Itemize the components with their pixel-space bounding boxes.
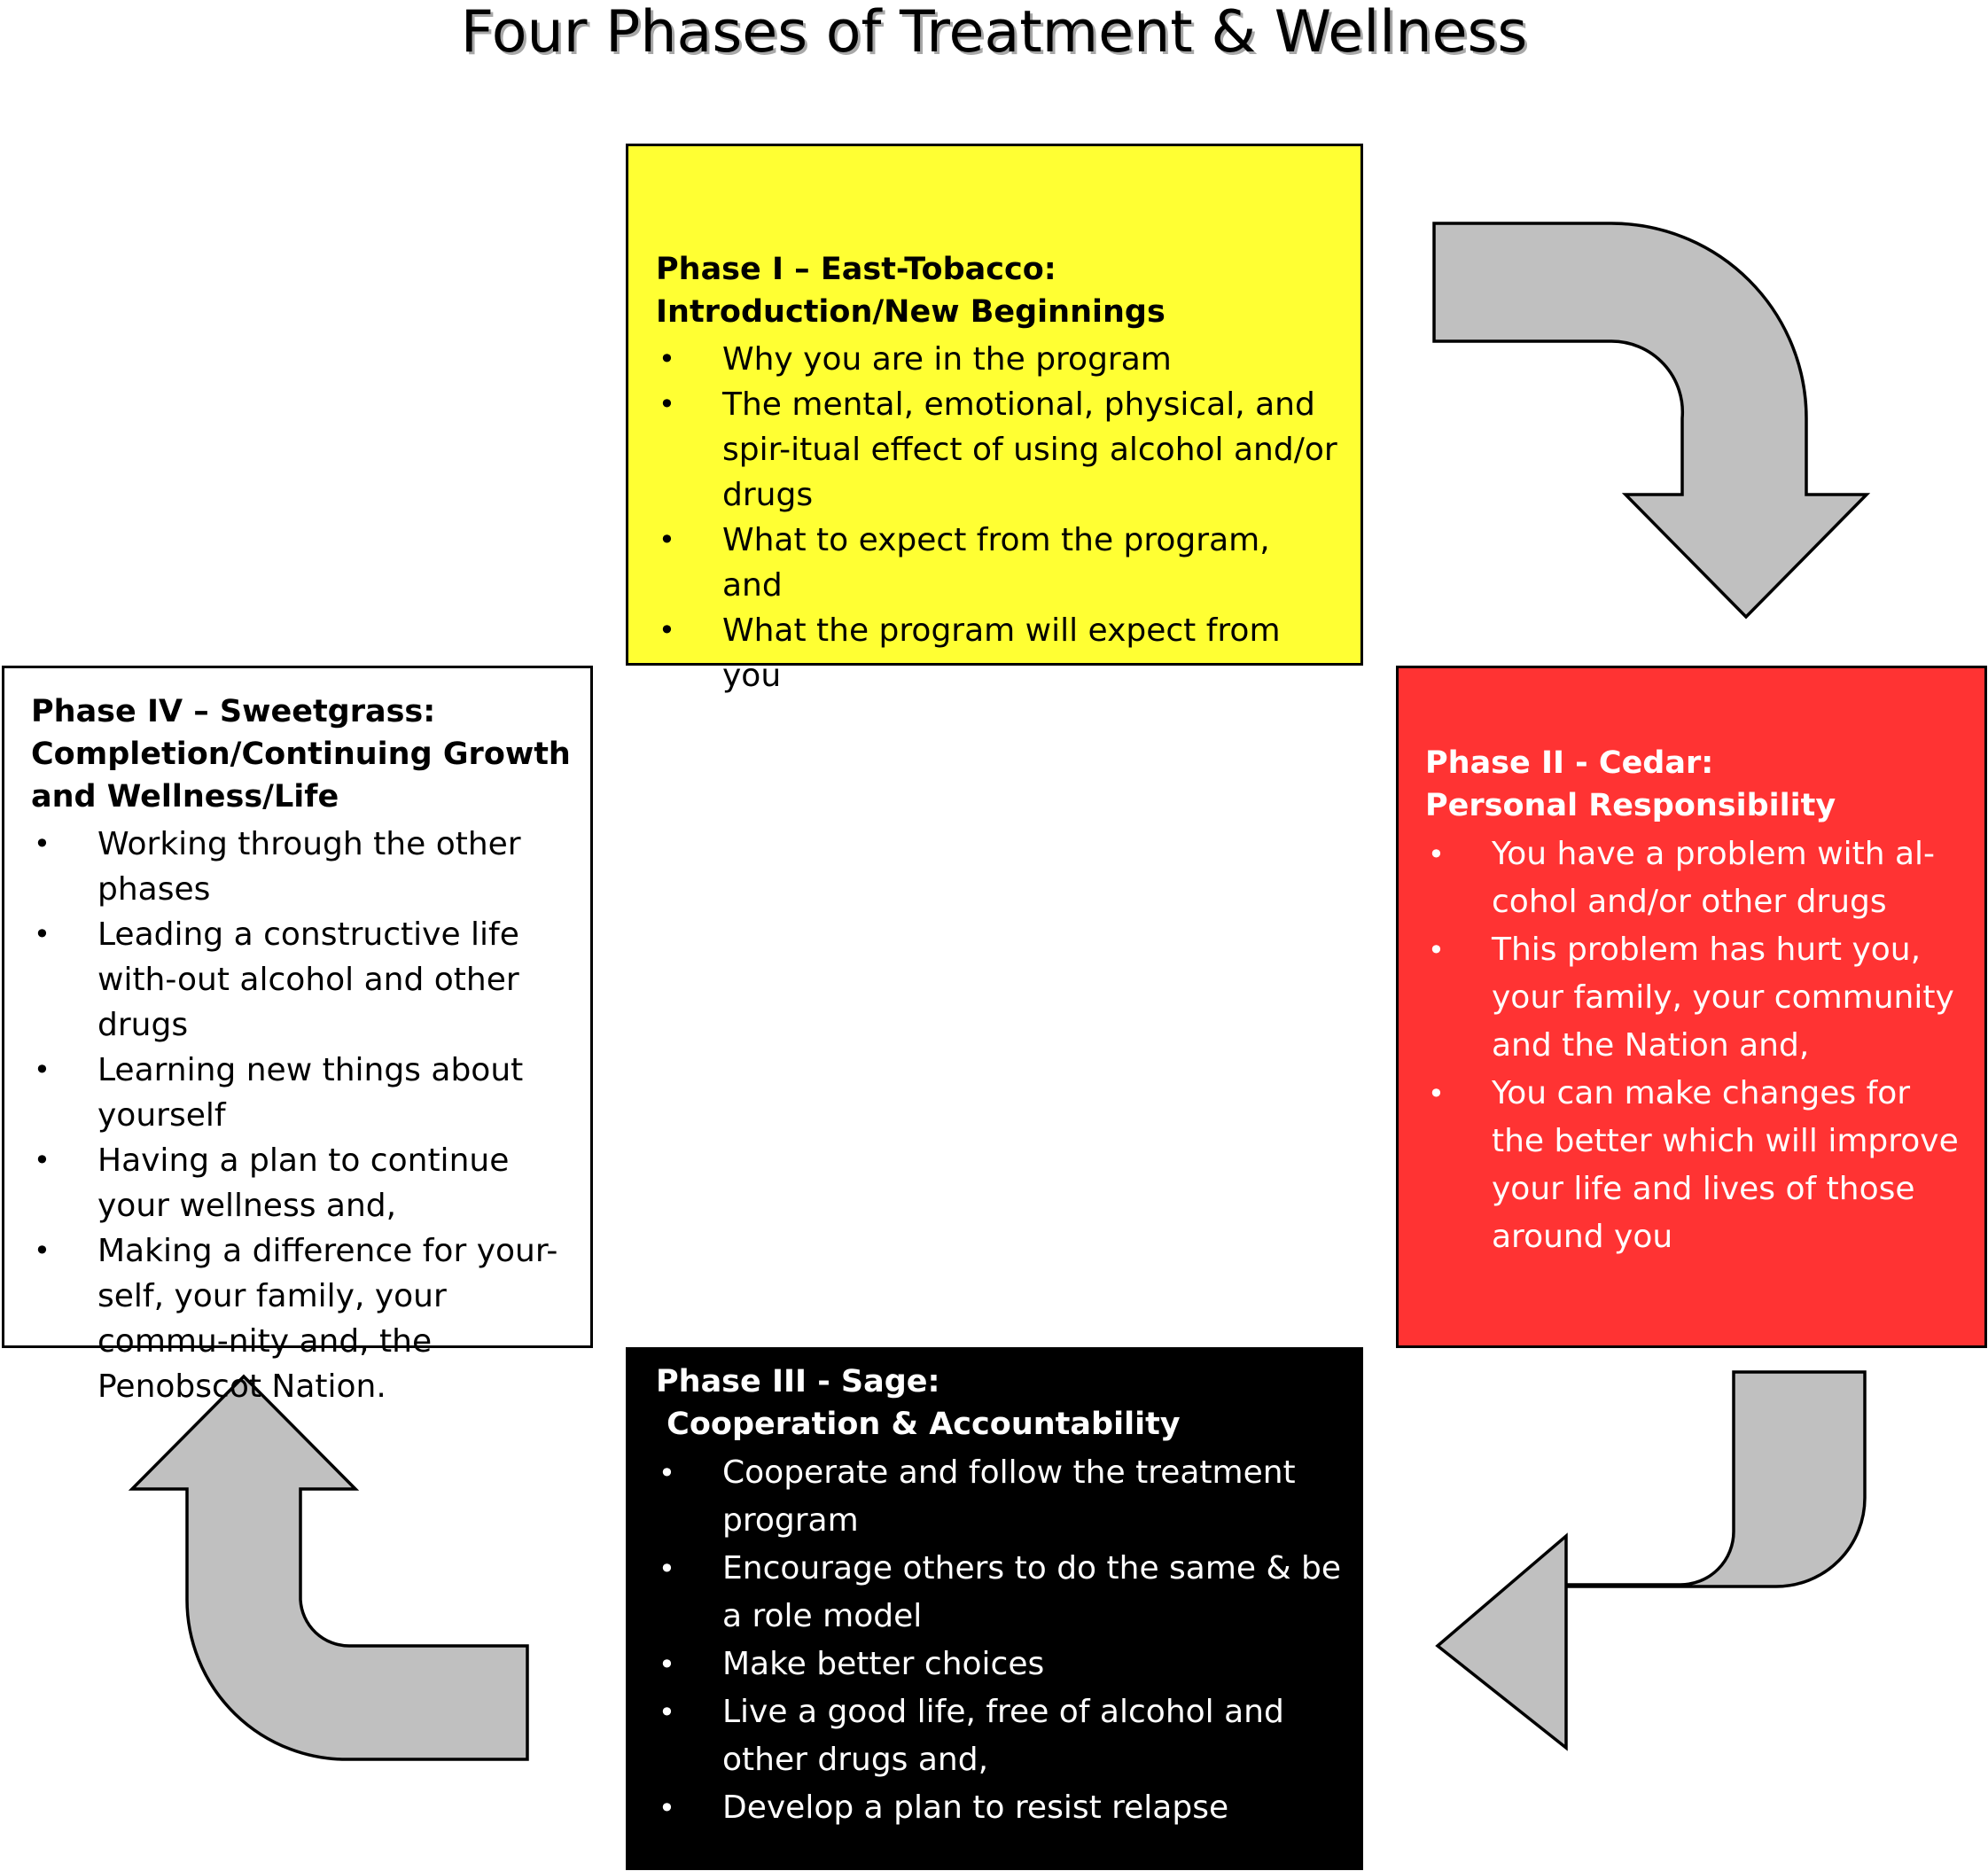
list-item: • Live a good life, free of alcohol and o… (656, 1688, 1343, 1784)
list-item: • Having a plan to continue your wellness… (31, 1138, 578, 1228)
phase-3-heading: Phase III - Sage: Cooperation & Accounta… (656, 1364, 1181, 1442)
list-item-text: You can make changes for the better whic… (1492, 1075, 1959, 1255)
list-item-text: What to expect from the program, and (722, 522, 1270, 604)
phase-1-heading: Phase I – East-Tobacco: Introduction/New… (656, 252, 1166, 330)
phase-4-box: Phase IV – Sweetgrass: Completion/Contin… (2, 666, 593, 1405)
list-item-text: You have a problem with al-cohol and/or … (1492, 836, 1936, 920)
bullet-icon: • (34, 1234, 51, 1267)
phase-4-list: • Working through the other phases • Leadi… (31, 822, 578, 1409)
list-item-text: Making a difference for your-self, your … (97, 1233, 558, 1405)
bullet-icon: • (34, 827, 51, 861)
phase-2-heading: Phase II - Cedar: Personal Responsibilit… (1425, 745, 1836, 823)
list-item: • Develop a plan to resist relapse (656, 1784, 1343, 1832)
arrow-phase1-to-phase2 (1432, 222, 1871, 620)
list-item-text: Encourage others to do the same & be a r… (722, 1550, 1342, 1634)
phase-1-box: Phase I – East-Tobacco: Introduction/New… (626, 144, 1363, 694)
list-item-text: Leading a constructive life with-out alc… (97, 916, 519, 1043)
bullet-icon: • (659, 1552, 675, 1586)
list-item: • Cooperate and follow the treatment prog… (656, 1449, 1343, 1545)
list-item-text: Learning new things about yourself (97, 1052, 524, 1134)
bullet-icon: • (659, 613, 675, 647)
list-item: • You have a problem with al-cohol and/or… (1425, 830, 1967, 926)
bullet-icon: • (659, 342, 675, 376)
bullet-icon: • (34, 1053, 51, 1087)
list-item: • What the program will expect from you (656, 608, 1339, 698)
list-item: • The mental, emotional, physical, and sp… (656, 382, 1339, 518)
list-item-text: The mental, emotional, physical, and spi… (722, 386, 1337, 513)
page-title: Four Phases of Treatment & Wellness (460, 0, 1528, 66)
list-item-text: Live a good life, free of alcohol and ot… (722, 1694, 1284, 1778)
list-item: • Encourage others to do the same & be a … (656, 1545, 1343, 1641)
list-item: • Working through the other phases (31, 822, 578, 912)
list-item-text: Why you are in the program (722, 341, 1172, 378)
list-item: • Leading a constructive life with-out al… (31, 912, 578, 1048)
list-item: • Making a difference for your-self, your… (31, 1228, 578, 1409)
list-item: • What to expect from the program, and (656, 518, 1339, 608)
list-item: • Why you are in the program (656, 337, 1339, 382)
list-item-text: This problem has hurt you, your family, … (1492, 932, 1954, 1064)
list-item: • Learning new things about yourself (31, 1048, 578, 1138)
phase-2-box: Phase II - Cedar: Personal Responsibilit… (1396, 666, 1987, 1348)
bullet-icon: • (659, 523, 675, 557)
list-item: • Make better choices (656, 1641, 1343, 1688)
list-item: • This problem has hurt you, your family,… (1425, 926, 1967, 1070)
list-item-text: What the program will expect from you (722, 612, 1281, 694)
bullet-icon: • (659, 1648, 675, 1681)
bullet-icon: • (1428, 1077, 1445, 1111)
bullet-icon: • (34, 1143, 51, 1177)
arrow-phase3-to-phase4 (128, 1374, 529, 1761)
list-item-text: Working through the other phases (97, 826, 521, 908)
bullet-icon: • (1428, 838, 1445, 871)
list-item: • You can make changes for the better whi… (1425, 1070, 1967, 1261)
bullet-icon: • (659, 1791, 675, 1825)
bullet-icon: • (659, 1696, 675, 1729)
bullet-icon: • (659, 1456, 675, 1490)
bullet-icon: • (1428, 933, 1445, 967)
list-item-text: Develop a plan to resist relapse (722, 1789, 1229, 1826)
arrow-phase2-to-phase3 (1435, 1370, 1867, 1751)
bullet-icon: • (659, 387, 675, 421)
phase-4-heading: Phase IV – Sweetgrass: Completion/Contin… (31, 694, 571, 815)
phase-2-list: • You have a problem with al-cohol and/or… (1425, 830, 1967, 1261)
bullet-icon: • (34, 917, 51, 951)
list-item-text: Having a plan to continue your wellness … (97, 1142, 510, 1224)
list-item-text: Make better choices (722, 1646, 1045, 1682)
list-item-text: Cooperate and follow the treatment progr… (722, 1454, 1296, 1539)
phase-3-box: Phase III - Sage: Cooperation & Accounta… (626, 1347, 1363, 1870)
phase-3-list: • Cooperate and follow the treatment prog… (656, 1449, 1343, 1832)
phase-1-list: • Why you are in the program • The mental,… (656, 337, 1339, 698)
